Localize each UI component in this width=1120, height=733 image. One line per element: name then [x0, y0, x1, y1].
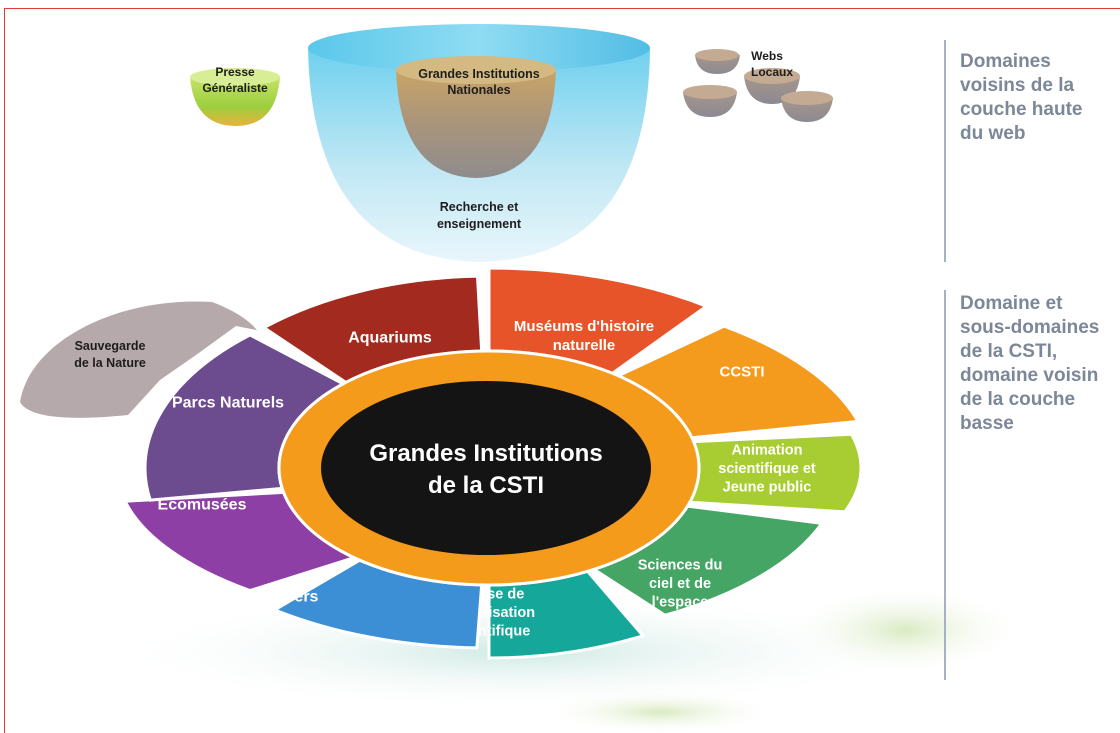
top-caption-line: couche haute — [960, 99, 1083, 120]
top-caption-line: Domaines — [960, 51, 1051, 72]
grandes-nationales-label-2: Nationales — [447, 83, 510, 97]
grandes-nationales-label-1: Grandes Institutions — [418, 67, 540, 81]
bottom-caption-line: de la couche — [960, 389, 1076, 410]
webs-locaux-bowls: Webs Locaux — [683, 49, 833, 122]
frame-border — [4, 8, 1120, 733]
presse-generaliste-label-1: Presse — [215, 65, 255, 79]
segment-label-sciences: l'espace — [652, 595, 709, 611]
segment-label-animation: Animation — [732, 443, 803, 459]
segment-label-ccsti: CCSTI — [720, 363, 765, 380]
segment-label-parcs: Parcs Naturels — [172, 395, 284, 412]
divider-bottom — [944, 290, 946, 680]
segment-label-sciences: ciel et de — [649, 576, 711, 592]
bottom-caption-line: de la CSTI, — [960, 341, 1058, 362]
segment-label-divers: Divers — [270, 589, 319, 606]
segment-label-sciences: Sciences du — [638, 558, 723, 574]
central-institutions-disc — [321, 381, 651, 555]
presse-generaliste-label-2: Généraliste — [202, 81, 268, 95]
divider-top — [944, 40, 946, 262]
ring-shadow-bottom — [540, 690, 780, 733]
sauvegarde-nature-region: Sauvegarde de la Nature — [20, 301, 257, 418]
webs-locaux-label-1: Webs — [751, 49, 783, 63]
segment-label-museums: Muséums d'histoire — [514, 318, 654, 335]
bottom-caption-line: Domaine et — [960, 293, 1063, 314]
bottom-caption-line: sous-domaines — [960, 317, 1100, 338]
center-label-1: Grandes Institutions — [369, 440, 602, 467]
webs-locaux-label-2: Locaux — [751, 65, 793, 79]
top-caption-line: du web — [960, 123, 1026, 144]
presse-generaliste-bowl: Presse Généraliste — [190, 65, 280, 126]
segment-label-animation: Jeune public — [723, 480, 812, 496]
top-caption-line: voisins de la — [960, 75, 1075, 96]
segment-label-aquariums: Aquariums — [348, 330, 432, 347]
sauvegarde-label-2: de la Nature — [74, 356, 146, 370]
segment-label-animation: scientifique et — [718, 461, 816, 477]
segment-label-ecomusees: Ecomusées — [158, 497, 247, 514]
segment-label-museums: naturelle — [553, 337, 616, 354]
recherche-enseignement-bowl: Grandes Institutions Nationales Recherch… — [308, 24, 650, 262]
bottom-caption-line: domaine voisin — [960, 365, 1099, 386]
bottom-layer-caption: Domaine et sous-domaines de la CSTI, dom… — [960, 292, 1099, 436]
recherche-label-1: Recherche et — [440, 200, 519, 214]
ring-shadow-right — [785, 585, 1025, 675]
center-label-2: de la CSTI — [428, 472, 544, 499]
recherche-label-2: enseignement — [437, 217, 522, 231]
sauvegarde-label-1: Sauvegarde — [75, 339, 146, 353]
bottom-caption-line: basse — [960, 413, 1014, 434]
top-layer-caption: Domaines voisins de la couche haute du w… — [960, 50, 1082, 146]
